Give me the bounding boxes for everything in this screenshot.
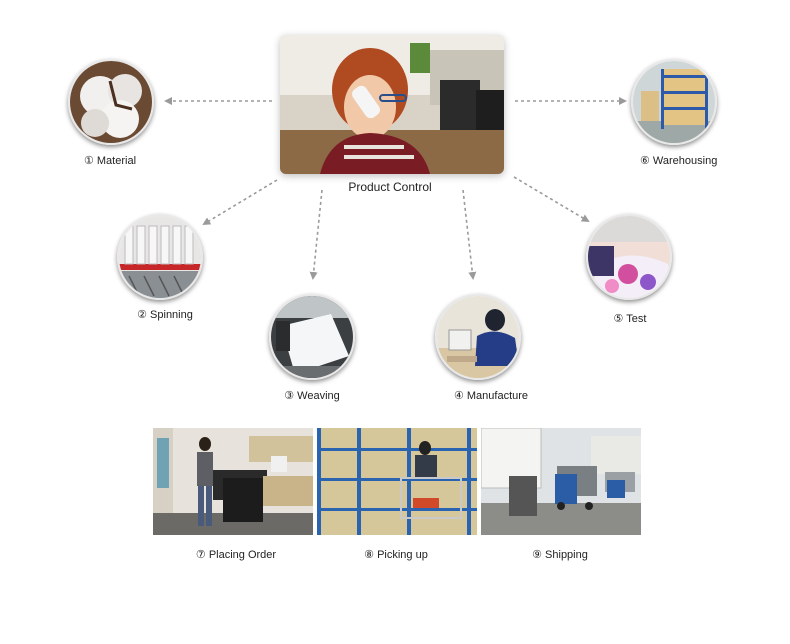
- arrow-to-spinning: [202, 179, 278, 226]
- product-control-label: Product Control: [348, 180, 432, 194]
- spinning-photo: [117, 214, 203, 300]
- material-photo: [68, 59, 154, 145]
- arrow-to-test: [513, 176, 590, 223]
- arrow-to-manufacture: [462, 189, 477, 280]
- shipping-label: ⑨ Shipping: [532, 549, 588, 561]
- warehousing-photo: [631, 59, 717, 145]
- warehousing-label: ⑥ Warehousing: [640, 155, 718, 167]
- placing-order-label: ⑦ Placing Order: [195, 549, 277, 561]
- material-label: ① Material: [83, 155, 137, 167]
- picking-up-photo: [317, 428, 477, 535]
- picking-up-label: ⑧ Picking up: [364, 549, 428, 561]
- placing-order-photo: [153, 428, 313, 535]
- shipping-photo: [481, 428, 641, 535]
- weaving-photo: [269, 294, 355, 380]
- test-photo: [586, 214, 672, 300]
- manufacture-photo: [435, 294, 521, 380]
- manufacture-label: ④ Manufacture: [453, 390, 529, 402]
- weaving-label: ③ Weaving: [284, 390, 340, 402]
- arrow-to-weaving: [309, 189, 323, 280]
- test-label: ⑤ Test: [613, 313, 647, 325]
- product-control-photo: [280, 35, 504, 174]
- spinning-label: ② Spinning: [137, 309, 193, 321]
